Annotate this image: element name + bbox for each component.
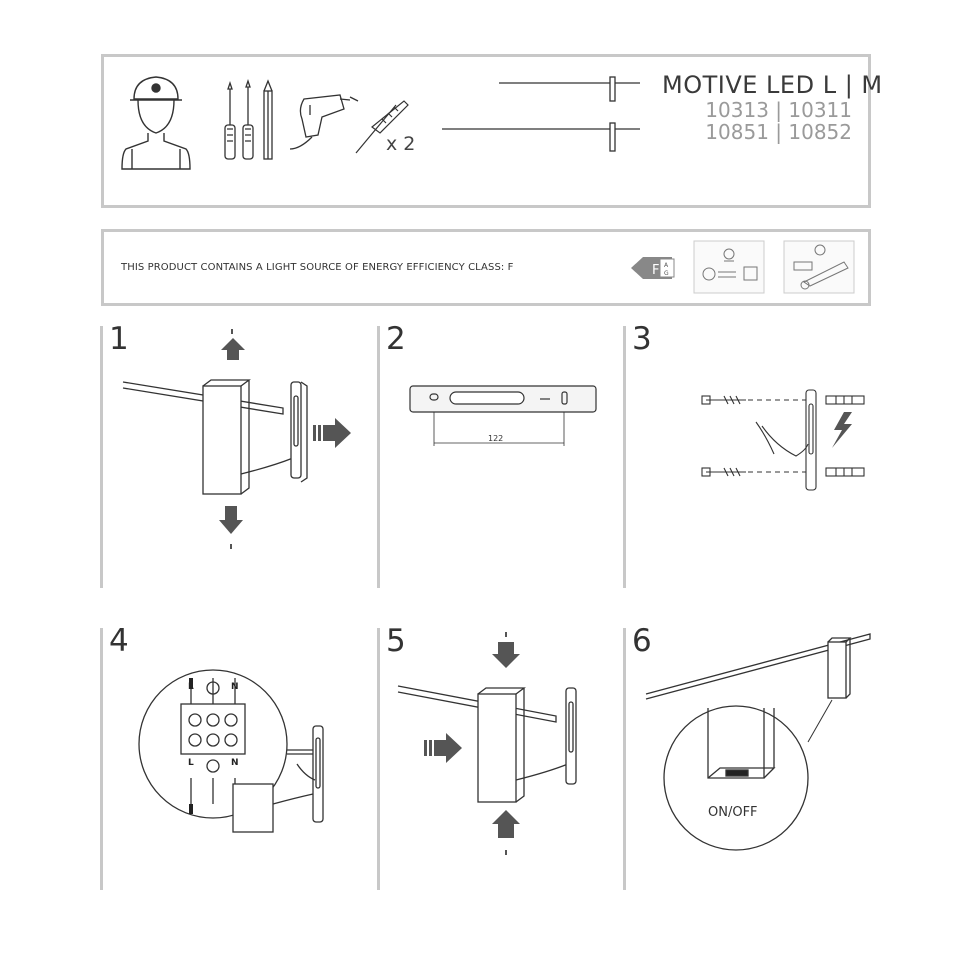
cable-line [515,763,569,781]
arrow-right-icon [424,733,462,763]
arrow-up-icon [221,329,245,360]
cable-line [761,425,809,457]
on-off-switch-label: ON/OFF [708,805,758,820]
drill-icon [289,94,359,150]
step-2-panel: 2 122 [377,321,620,588]
live-label-top: L [188,682,194,692]
pencil-icon [263,79,273,160]
energy-scale-bottom: G [664,270,669,277]
energy-scale-top: A [664,262,669,269]
mounting-bracket [805,389,817,491]
step-1-illustration [122,329,351,549]
step-number: 5 [386,623,406,659]
energy-class-badge: F A G [631,257,675,279]
product-codes-line-1: 10313 | 10311 [705,98,852,122]
screw-bottom-icon [701,467,746,477]
lamp-housing [202,385,242,495]
arrow-down-icon [492,632,520,668]
wall-plug-bottom-icon [825,467,865,477]
wall-plug-top-icon [825,395,865,405]
tools-illustration [121,76,640,170]
ground-icon [206,681,220,695]
control-gear-replaceable-icon [783,240,855,294]
step-3-panel: 3 [623,321,866,588]
neutral-label-top: N [231,682,239,692]
mounting-plate [409,385,597,446]
tools-header-panel: MOTIVE LED L | M 10313 | 10311 10851 | 1… [101,54,882,208]
ground-icon [206,759,220,773]
step-3-illustration [701,389,865,491]
wall-plug-icon [355,100,409,154]
lamp-housing [827,641,847,699]
product-codes-line-2: 10851 | 10852 [705,120,852,144]
arrow-down-icon [219,506,243,549]
screw-top-icon [701,395,746,405]
energy-class-statement: THIS PRODUCT CONTAINS A LIGHT SOURCE OF … [121,262,514,273]
installer-icon [121,76,191,170]
arrow-right-icon [313,418,351,448]
power-switch-icon [725,769,749,777]
live-label-bottom: L [188,758,194,768]
light-source-replaceable-icon [693,240,765,294]
energy-label-panel: THIS PRODUCT CONTAINS A LIGHT SOURCE OF … [101,229,871,306]
lamp-variant-l-icon [442,122,640,152]
step-number: 1 [109,321,129,357]
energy-icons: F A G [631,240,855,294]
distance-dimension: 122 [488,434,504,443]
step-6-illustration [645,633,871,851]
lamp-housing [477,693,517,803]
step-number: 6 [632,623,652,659]
neutral-label-bottom: N [231,758,239,768]
mounting-bracket [312,725,324,823]
step-number: 3 [632,321,652,357]
step-1-panel: 1 [100,321,351,588]
lamp-housing [232,783,274,833]
lamp-bar [645,633,871,700]
electricity-icon [832,412,852,448]
step-5-illustration [397,632,577,855]
step-6-panel: 6 ON/OFF [623,623,871,890]
step-5-panel: 5 [377,623,620,890]
screwdriver-phillips-icon [242,78,254,160]
quantity-label: x 2 [386,133,416,155]
energy-class-letter: F [652,263,659,278]
lamp-bar [397,685,557,723]
lamp-variant-m-icon [499,76,640,102]
cable-line [240,457,294,475]
screwdriver-icon [224,80,236,160]
step-number: 4 [109,623,129,659]
product-title: MOTIVE LED L | M [662,71,883,99]
step-2-illustration [409,385,597,446]
arrow-up-icon [492,810,520,855]
step-4-panel: 4 L N L N [100,623,343,890]
step-4-illustration [138,669,324,833]
step-number: 2 [386,321,406,357]
